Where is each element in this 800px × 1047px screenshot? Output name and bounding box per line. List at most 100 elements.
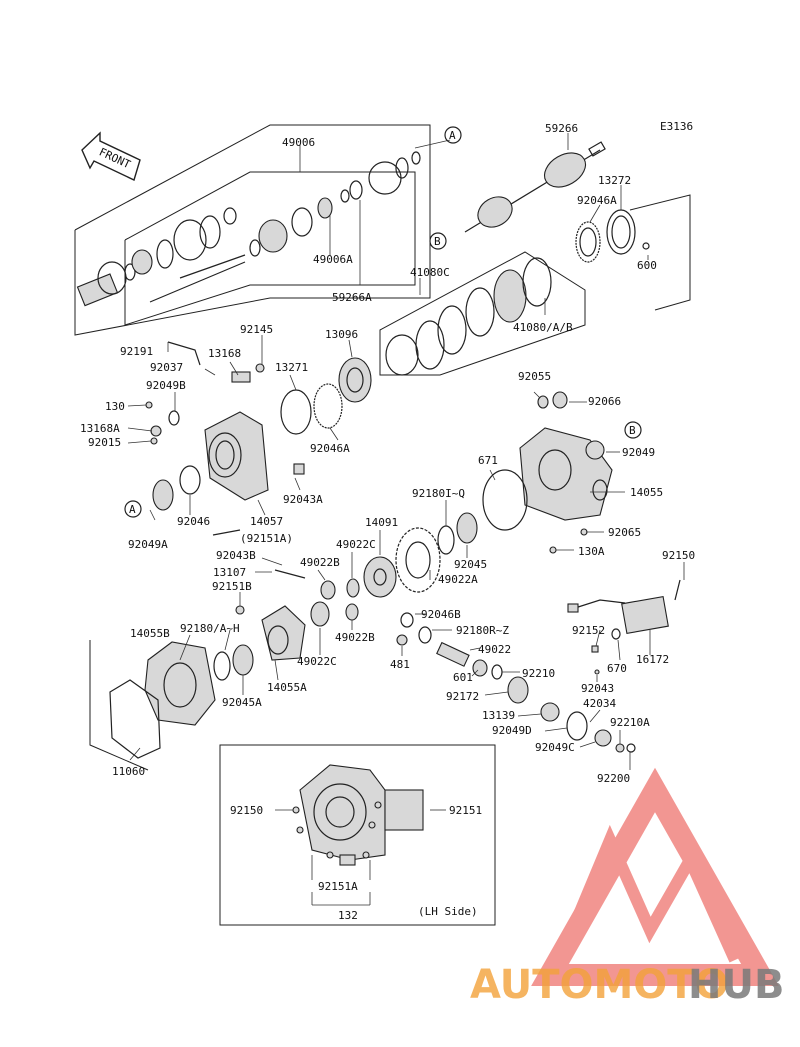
label-59266: 59266 [545,122,578,135]
label-92151A-paren: (92151A) [240,532,293,545]
part-labels: 49006 59266 13272 92046A 600 49006A 5926… [80,122,695,922]
shaft-13107 [274,569,306,579]
front-drive-shaft-left [76,207,246,307]
label-130A: 130A [578,545,605,558]
seal-92066 [552,391,568,409]
label-13272: 13272 [598,174,631,187]
label-13168: 13168 [208,347,241,360]
leader-lines [127,133,685,906]
label-14055B: 14055B [130,627,170,640]
label-14057: 14057 [250,515,283,528]
seal-92046A-top [575,221,601,263]
pin-92043 [594,669,600,675]
shaft-assembly-frame [74,124,451,336]
label-670: 670 [607,662,627,675]
bolt-130 [145,401,153,409]
bearing-601 [472,659,488,677]
gear-49022B-bottom [345,603,359,621]
ring-13271 [280,389,312,435]
callout-a-top: A [444,126,462,144]
label-92049D: 92049D [492,724,532,737]
label-92151B: 92151B [212,580,252,593]
ring-gear-49022A [395,527,441,593]
bearing-92045 [456,512,478,544]
label-92150: 92150 [662,549,695,562]
label-49006A: 49006A [313,253,353,266]
label-92152: 92152 [572,624,605,637]
gear-49022C-top [346,578,360,598]
label-92046A-top: 92046A [577,194,617,207]
seal-13272 [606,209,636,255]
watermark-text-1: AUTOMOTO [470,962,729,1008]
watermark-logo [531,767,779,986]
front-arrow-icon: FRONT [81,131,141,181]
label-49006: 49006 [282,136,315,149]
label-lh-side: (LH Side) [418,905,478,918]
label-92200: 92200 [597,772,630,785]
bolt-92145 [255,363,265,373]
label-92037: 92037 [150,361,183,374]
label-481: 481 [390,658,410,671]
svg-text:A: A [129,503,136,516]
sensor-13168 [231,371,251,383]
part-481 [396,634,408,646]
oring-670 [611,628,621,640]
nut-92210 [491,664,503,680]
housing-14055B [144,641,216,726]
gear-49022C-bottom [310,601,330,627]
label-49022B-bottom: 49022B [335,631,375,644]
label-13139: 13139 [482,709,515,722]
label-11060: 11060 [112,765,145,778]
label-49022: 49022 [478,643,511,656]
label-14091: 14091 [365,516,398,529]
label-13271: 13271 [275,361,308,374]
watermark-text-2: HUB [688,962,784,1008]
label-92180A-H: 92180/A~H [180,622,240,635]
label-92145: 92145 [240,323,273,336]
label-92043: 92043 [581,682,614,695]
label-49022B-top: 49022B [300,556,340,569]
nut-92210A [615,743,625,753]
svg-text:A: A [449,129,456,142]
bolt-130A [549,546,557,554]
label-92043B: 92043B [216,549,256,562]
label-92049A: 92049A [128,538,168,551]
shim-92180R-Z [418,626,432,644]
callout-b-top: B [429,232,447,250]
oring-671 [482,469,528,531]
label-92150-box: 92150 [230,804,263,817]
lh-side-box [219,744,496,926]
gear-49022B-top [320,580,336,600]
part-92015 [150,437,158,445]
label-92172: 92172 [446,690,479,703]
svg-text:B: B [434,235,441,248]
label-41080C: 41080C [410,266,450,279]
cover-14055A [261,605,306,661]
label-13107: 13107 [213,566,246,579]
label-92191: 92191 [120,345,153,358]
label-92210A: 92210A [610,716,650,729]
actuator-16172 [567,579,681,635]
seal-92046B [400,612,414,628]
label-13168A: 13168A [80,422,120,435]
label-130: 130 [105,400,125,413]
label-92045A: 92045A [222,696,262,709]
label-92043A: 92043A [283,493,323,506]
label-92151-box: 92151 [449,804,482,817]
label-92046B: 92046B [421,608,461,621]
housing-14057 [204,411,269,501]
label-92180R-Z: 92180R~Z [456,624,509,637]
bolt-92151A [212,529,241,536]
label-13096: 13096 [325,328,358,341]
seal-92172 [507,676,529,704]
gear-13096 [338,357,372,403]
pin-92043A [293,463,305,475]
clutch-pack-frame [379,251,586,376]
bearing-92045A [232,644,254,676]
bolt-92151B [235,605,245,615]
label-49022A: 49022A [438,573,478,586]
pinion-49022 [436,641,470,667]
gasket-11060 [89,640,161,771]
label-92049: 92049 [622,446,655,459]
